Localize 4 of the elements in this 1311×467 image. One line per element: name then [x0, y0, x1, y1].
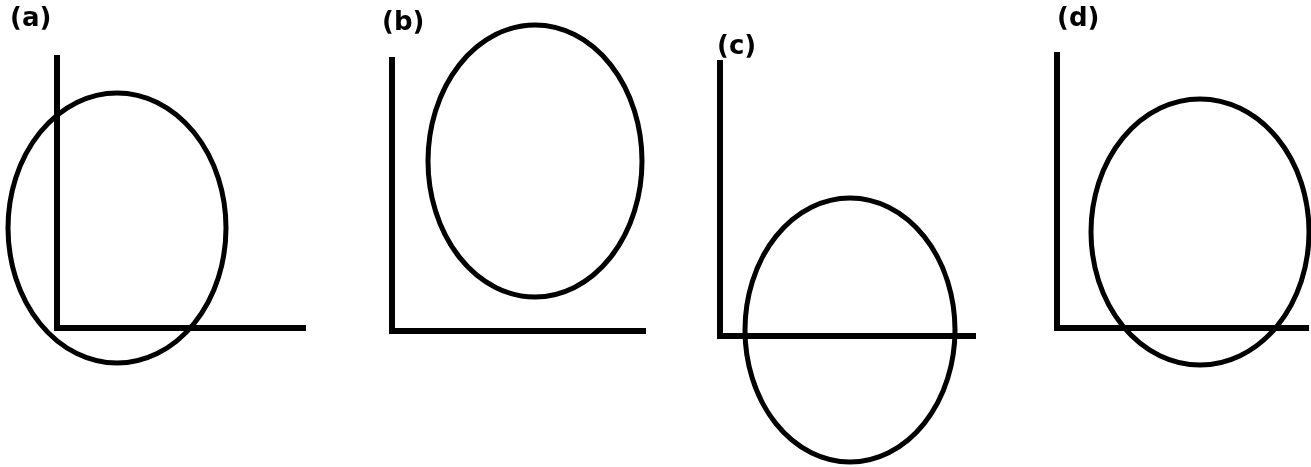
panel-label: (b): [382, 6, 425, 36]
panel-label: (a): [10, 2, 52, 32]
panel-label: (c): [717, 30, 757, 60]
panel-label: (d): [1057, 2, 1100, 32]
